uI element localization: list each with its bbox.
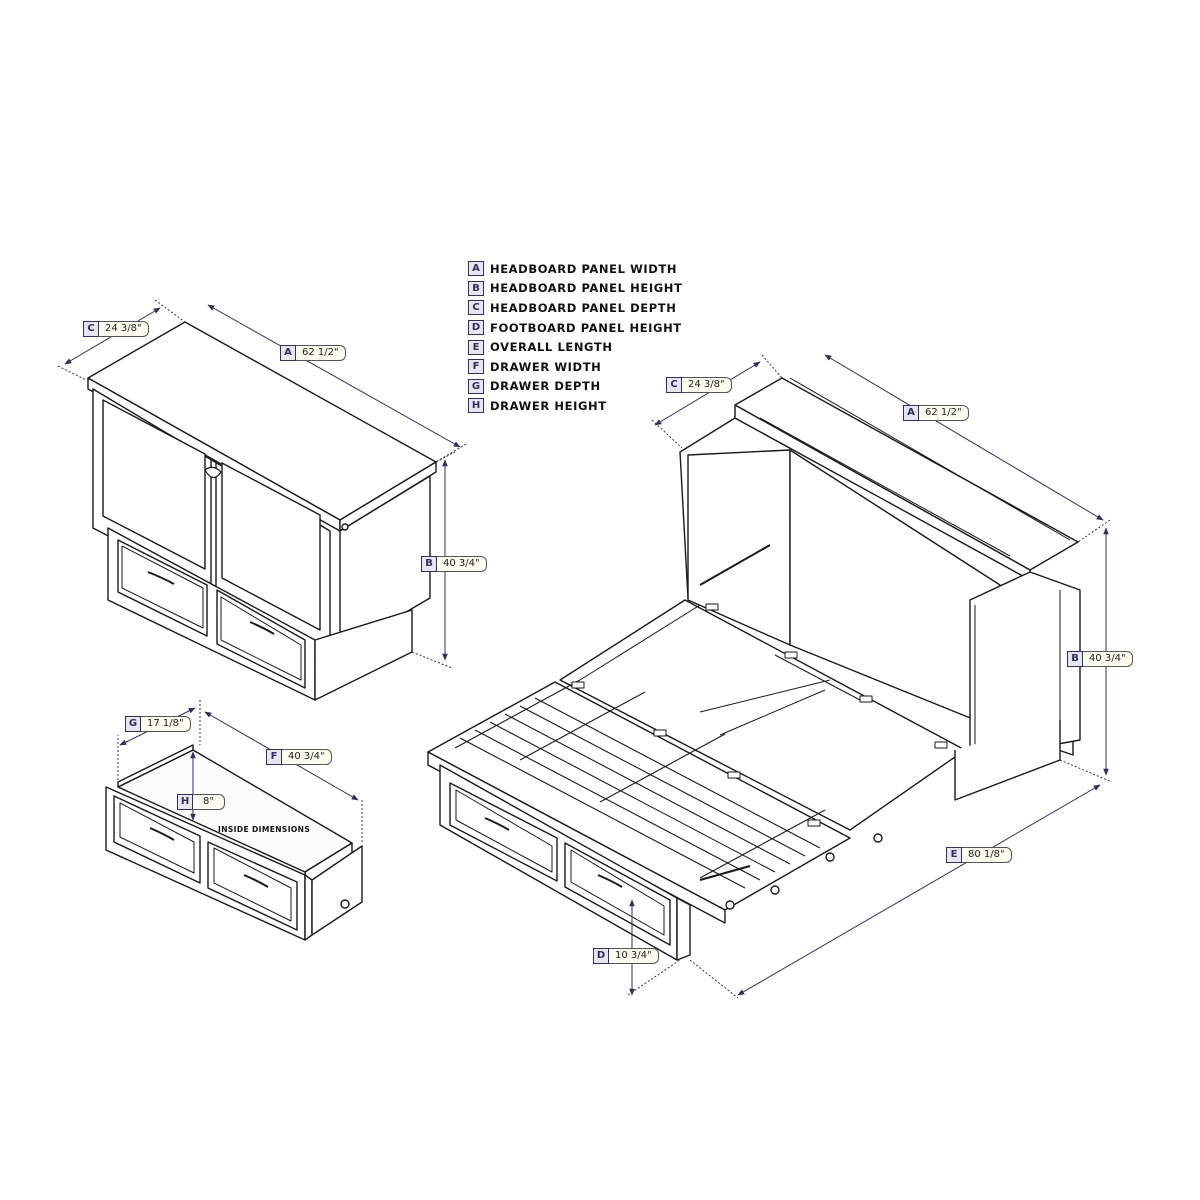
closed-depth-callout: C 24 3/8" <box>83 320 149 338</box>
drawer-depth-callout: G 17 1/8" <box>125 715 191 733</box>
legend-badge: G <box>468 378 484 394</box>
dimension-value: 40 3/4" <box>437 556 487 572</box>
legend-text: OVERALL LENGTH <box>490 340 613 355</box>
legend-item-g: G DRAWER DEPTH <box>468 377 768 397</box>
legend-item-c: C HEADBOARD PANEL DEPTH <box>468 298 768 318</box>
legend-item-h: H DRAWER HEIGHT <box>468 396 768 416</box>
dimension-legend: A HEADBOARD PANEL WIDTH B HEADBOARD PANEL … <box>468 259 768 416</box>
dimension-letter: E <box>946 847 962 863</box>
open-depth-callout: C 24 3/8" <box>666 376 732 394</box>
legend-item-d: D FOOTBOARD PANEL HEIGHT <box>468 318 768 338</box>
dimension-letter: A <box>903 405 919 421</box>
legend-badge: F <box>468 359 484 375</box>
dimension-letter: F <box>266 749 282 765</box>
overall-length-callout: E 80 1/8" <box>946 846 1012 864</box>
drawer-height-callout: H 8" <box>177 793 225 811</box>
open-bed <box>427 377 1081 961</box>
dimension-value: 17 1/8" <box>141 716 191 732</box>
dimension-letter: C <box>83 321 99 337</box>
dimension-value: 24 3/8" <box>99 321 149 337</box>
dimension-letter: H <box>177 794 193 810</box>
dimension-letter: B <box>421 556 437 572</box>
dimension-value: 80 1/8" <box>962 847 1012 863</box>
legend-text: FOOTBOARD PANEL HEIGHT <box>490 320 682 335</box>
legend-badge: E <box>468 339 484 355</box>
closed-width-callout: A 62 1/2" <box>280 344 346 362</box>
dimension-value: 40 3/4" <box>1083 651 1133 667</box>
legend-item-b: B HEADBOARD PANEL HEIGHT <box>468 279 768 299</box>
closed-height-callout: B 40 3/4" <box>421 555 487 573</box>
legend-badge: C <box>468 300 484 316</box>
legend-badge: D <box>468 320 484 336</box>
dimension-letter: C <box>666 377 682 393</box>
open-height-callout: B 40 3/4" <box>1067 650 1133 668</box>
legend-badge: A <box>468 261 484 277</box>
dimension-value: 40 3/4" <box>282 749 332 765</box>
legend-badge: H <box>468 398 484 414</box>
closed-cabinet <box>87 321 437 701</box>
drawer-width-callout: F 40 3/4" <box>266 748 332 766</box>
legend-item-f: F DRAWER WIDTH <box>468 357 768 377</box>
legend-text: DRAWER DEPTH <box>490 379 601 394</box>
inside-dimensions-note: INSIDE DIMENSIONS <box>218 825 311 834</box>
legend-text: DRAWER WIDTH <box>490 359 602 374</box>
dimension-value: 62 1/2" <box>296 345 346 361</box>
legend-item-a: A HEADBOARD PANEL WIDTH <box>468 259 768 279</box>
dimension-letter: B <box>1067 651 1083 667</box>
legend-text: HEADBOARD PANEL DEPTH <box>490 300 677 315</box>
dimension-letter: A <box>280 345 296 361</box>
dimension-value: 10 3/4" <box>609 948 659 964</box>
dimension-value: 8" <box>193 794 225 810</box>
dimension-letter: D <box>593 948 609 964</box>
open-width-callout: A 62 1/2" <box>903 404 969 422</box>
legend-badge: B <box>468 280 484 296</box>
dimension-letter: G <box>125 716 141 732</box>
dimension-value: 62 1/2" <box>919 405 969 421</box>
legend-text: HEADBOARD PANEL HEIGHT <box>490 281 683 296</box>
legend-item-e: E OVERALL LENGTH <box>468 337 768 357</box>
dimension-value: 24 3/8" <box>682 377 732 393</box>
legend-text: DRAWER HEIGHT <box>490 398 607 413</box>
legend-text: HEADBOARD PANEL WIDTH <box>490 261 678 276</box>
drawer-unit <box>105 744 363 941</box>
footboard-height-callout: D 10 3/4" <box>593 947 659 965</box>
